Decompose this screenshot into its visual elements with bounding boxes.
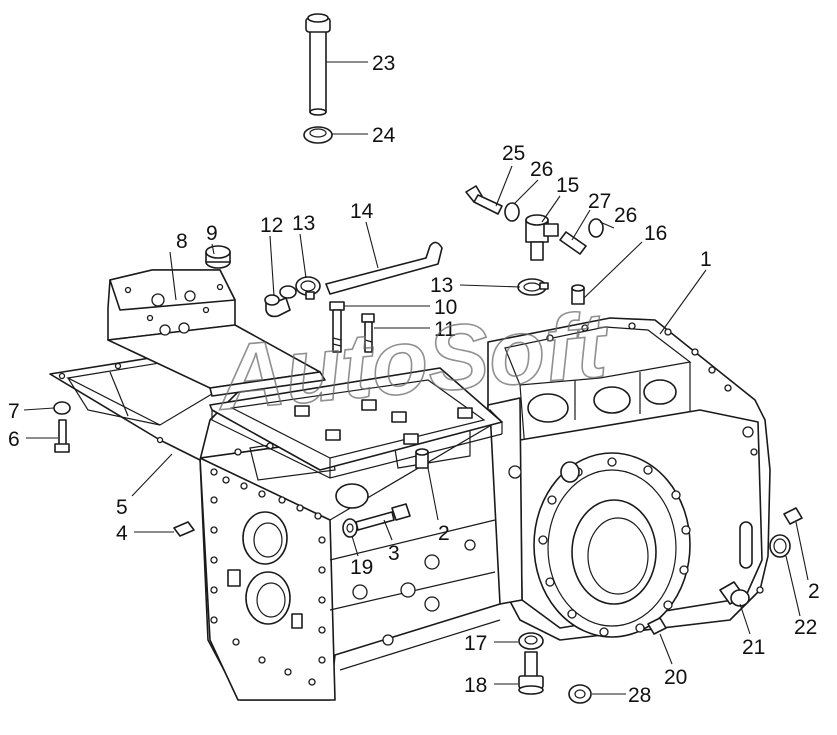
banjo-bolt xyxy=(465,185,503,215)
front-face-bolt-holes xyxy=(210,468,326,686)
callout-2: 2 xyxy=(438,522,450,545)
callout-19: 19 xyxy=(350,556,373,579)
callout-23: 23 xyxy=(372,52,395,75)
drain-washer xyxy=(518,632,544,650)
dowel-pin-bottom xyxy=(647,617,667,635)
callout-16: 16 xyxy=(644,222,667,245)
callout-26: 26 xyxy=(530,158,553,181)
short-bolt xyxy=(361,313,375,353)
callout-21: 21 xyxy=(742,636,765,659)
plug-cap xyxy=(205,245,231,269)
elbow-fitting xyxy=(264,285,297,318)
callout-24: 24 xyxy=(372,124,396,147)
transmission-housing xyxy=(197,317,771,701)
copper-washer xyxy=(504,202,520,222)
callout-15: 15 xyxy=(556,174,579,197)
spring-washer xyxy=(53,401,71,415)
flange-bolt-holes xyxy=(538,457,691,637)
dowel-pin-top xyxy=(571,284,585,305)
through-bolt xyxy=(355,503,411,531)
callout-13-b: 13 xyxy=(430,274,453,297)
callout-26-b: 26 xyxy=(614,204,637,227)
callout-8: 8 xyxy=(176,230,188,253)
callout-3: 3 xyxy=(388,542,400,565)
top-cover xyxy=(107,269,503,479)
drain-bolt xyxy=(518,651,544,695)
callout-2-b: 2 xyxy=(808,580,820,603)
hex-bolt xyxy=(54,419,70,453)
callout-27: 27 xyxy=(588,190,611,213)
callout-13: 13 xyxy=(292,212,315,235)
seal-washer xyxy=(303,126,333,144)
pipe-nipple xyxy=(559,231,587,255)
dowel-pin-left xyxy=(173,521,195,537)
callout-17: 17 xyxy=(464,632,487,655)
callout-9: 9 xyxy=(206,222,218,245)
callout-22: 22 xyxy=(794,616,817,639)
callout-10: 10 xyxy=(434,296,457,319)
bolt-washer xyxy=(342,518,358,538)
callout-7: 7 xyxy=(8,400,20,423)
callout-12: 12 xyxy=(260,214,283,237)
callout-5: 5 xyxy=(116,496,128,519)
banjo-fitting xyxy=(525,214,559,261)
callout-labels: 23 24 25 26 15 27 26 16 8 9 12 13 14 13 … xyxy=(8,52,820,707)
hose-clamp-2 xyxy=(517,278,549,296)
callout-1: 1 xyxy=(700,248,712,271)
breather-pipe xyxy=(305,13,331,116)
callout-6: 6 xyxy=(8,428,20,451)
callout-14: 14 xyxy=(350,200,374,223)
dowel-pin-mid xyxy=(415,448,429,469)
callout-20: 20 xyxy=(664,666,687,689)
callout-18: 18 xyxy=(464,674,487,697)
callout-11: 11 xyxy=(434,318,456,341)
blanking-plug xyxy=(769,534,791,558)
breather-hose xyxy=(325,241,443,295)
callout-4: 4 xyxy=(116,522,128,545)
callout-28: 28 xyxy=(628,684,651,707)
sealing-ring xyxy=(568,684,592,704)
dowel-pin-right xyxy=(783,507,803,525)
callout-25: 25 xyxy=(502,142,525,165)
hose-clamp xyxy=(295,276,321,300)
drain-plug xyxy=(719,581,750,607)
copper-washer-2 xyxy=(588,218,604,238)
leader-lines xyxy=(23,61,809,695)
